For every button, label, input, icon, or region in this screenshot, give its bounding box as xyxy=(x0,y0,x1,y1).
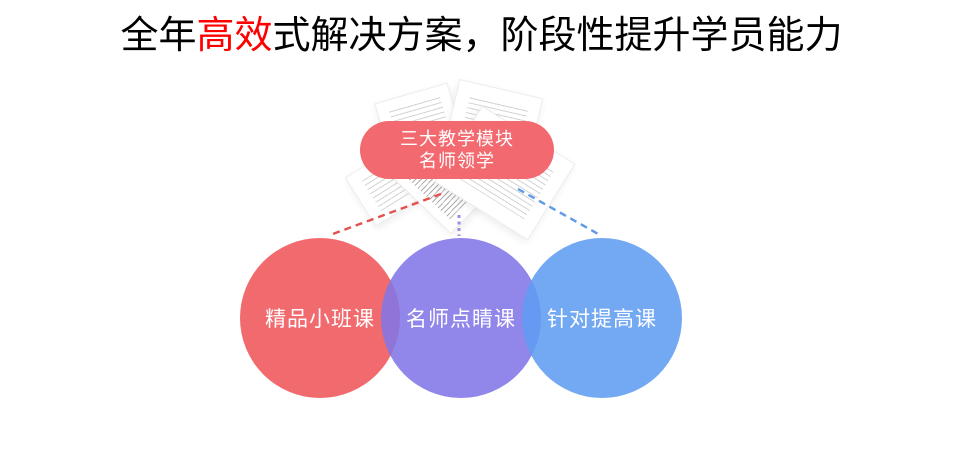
circle-master-highlight-class: 名师点睛课 xyxy=(381,238,541,398)
circle-targeted-improvement-class: 针对提高课 xyxy=(522,238,682,398)
title-highlight: 高效 xyxy=(196,15,273,57)
title-prefix: 全年 xyxy=(120,15,197,57)
circle-label: 名师点睛课 xyxy=(406,308,516,331)
circle-label: 精品小班课 xyxy=(265,308,375,331)
teaching-modules-badge: 三大教学模块 名师领学 xyxy=(360,121,554,179)
title-suffix: 式解决方案，阶段性提升学员能力 xyxy=(272,15,843,57)
circle-fill xyxy=(522,238,682,398)
circle-label: 针对提高课 xyxy=(547,308,657,331)
circle-fill xyxy=(240,238,400,398)
badge-line-2: 名师领学 xyxy=(419,151,495,171)
badge-line-1: 三大教学模块 xyxy=(400,129,514,149)
circle-premium-small-class: 精品小班课 xyxy=(240,238,400,398)
page-title: 全年高效式解决方案，阶段性提升学员能力 xyxy=(0,12,963,60)
circle-fill xyxy=(381,238,541,398)
